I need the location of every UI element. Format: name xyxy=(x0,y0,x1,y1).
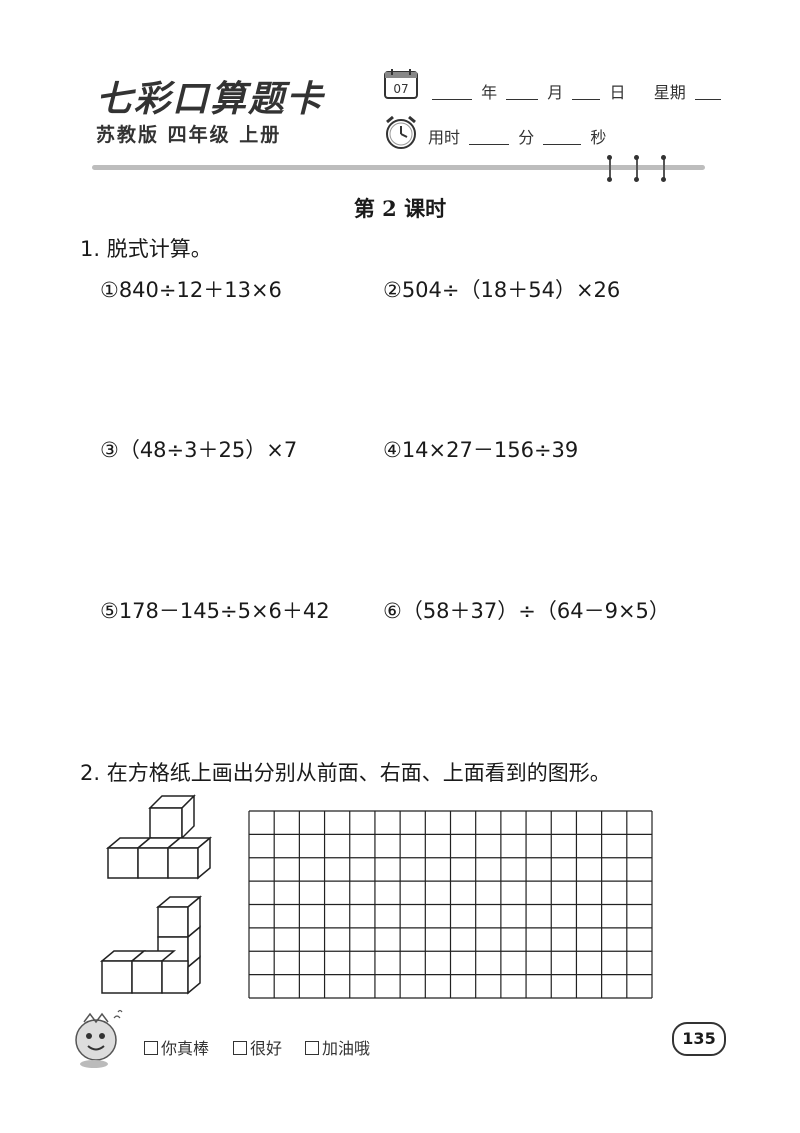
edition-label: 苏教版 四年级 上册 xyxy=(96,124,282,146)
abacus-decoration xyxy=(609,157,611,179)
mascot-illustration xyxy=(75,1009,123,1068)
rating-label: 加油哦 xyxy=(322,1039,371,1058)
question-2-prompt: 2. 在方格纸上画出分别从前面、右面、上面看到的图形。 xyxy=(80,761,611,785)
abacus-bead xyxy=(607,177,612,182)
cube-figure-2 xyxy=(99,895,203,995)
checkbox-icon[interactable] xyxy=(144,1041,158,1055)
seconds-blank[interactable] xyxy=(543,130,582,145)
month-blank[interactable] xyxy=(506,85,539,100)
rating-option-good[interactable]: 很好 xyxy=(233,1035,282,1059)
alarm-clock-icon xyxy=(386,115,416,149)
rating-label: 你真棒 xyxy=(161,1039,210,1058)
lesson-title: 第 2 课时 xyxy=(353,196,447,221)
checkbox-icon[interactable] xyxy=(233,1041,247,1055)
expression-1: ①840÷12＋13×6 xyxy=(100,278,282,302)
time-fields: 用时 分 秒 xyxy=(428,124,606,148)
checkbox-icon[interactable] xyxy=(305,1041,319,1055)
question-1-prompt: 1. 脱式计算。 xyxy=(80,237,212,261)
expression-3: ③（48÷3＋25）×7 xyxy=(100,438,298,462)
square-grid-paper[interactable] xyxy=(248,810,653,999)
day-blank[interactable] xyxy=(572,85,601,100)
rating-option-great[interactable]: 你真棒 xyxy=(144,1035,209,1059)
time-used-label: 用时 xyxy=(428,128,461,147)
abacus-decoration xyxy=(636,157,638,179)
calendar-day: 07 xyxy=(393,82,408,96)
header-divider xyxy=(92,165,705,170)
calendar-icon: 07 xyxy=(384,69,418,99)
cube-figure-1 xyxy=(105,794,213,880)
expression-2: ②504÷（18＋54）×26 xyxy=(383,278,621,302)
expression-6: ⑥（58＋37）÷（64－9×5） xyxy=(383,599,670,623)
year-label: 年 xyxy=(481,83,498,102)
abacus-bead xyxy=(634,177,639,182)
rating-option-keep-going[interactable]: 加油哦 xyxy=(305,1035,370,1059)
seconds-label: 秒 xyxy=(590,128,607,147)
minutes-label: 分 xyxy=(518,128,535,147)
rating-label: 很好 xyxy=(250,1039,283,1058)
expression-5: ⑤178－145÷5×6＋42 xyxy=(100,599,330,623)
year-blank[interactable] xyxy=(432,85,472,100)
abacus-bead xyxy=(634,155,639,160)
date-fields: 年 月 日 星期 xyxy=(428,79,725,103)
weekday-blank[interactable] xyxy=(694,85,721,100)
abacus-decoration xyxy=(663,157,665,179)
brand-title: 七彩口算题卡 xyxy=(96,78,325,120)
page-number: 135 xyxy=(672,1022,726,1056)
minutes-blank[interactable] xyxy=(469,130,510,145)
abacus-bead xyxy=(661,155,666,160)
day-label: 日 xyxy=(609,83,626,102)
weekday-label: 星期 xyxy=(653,83,686,102)
abacus-bead xyxy=(607,155,612,160)
month-label: 月 xyxy=(547,83,564,102)
abacus-bead xyxy=(661,177,666,182)
expression-4: ④14×27－156÷39 xyxy=(383,438,579,462)
